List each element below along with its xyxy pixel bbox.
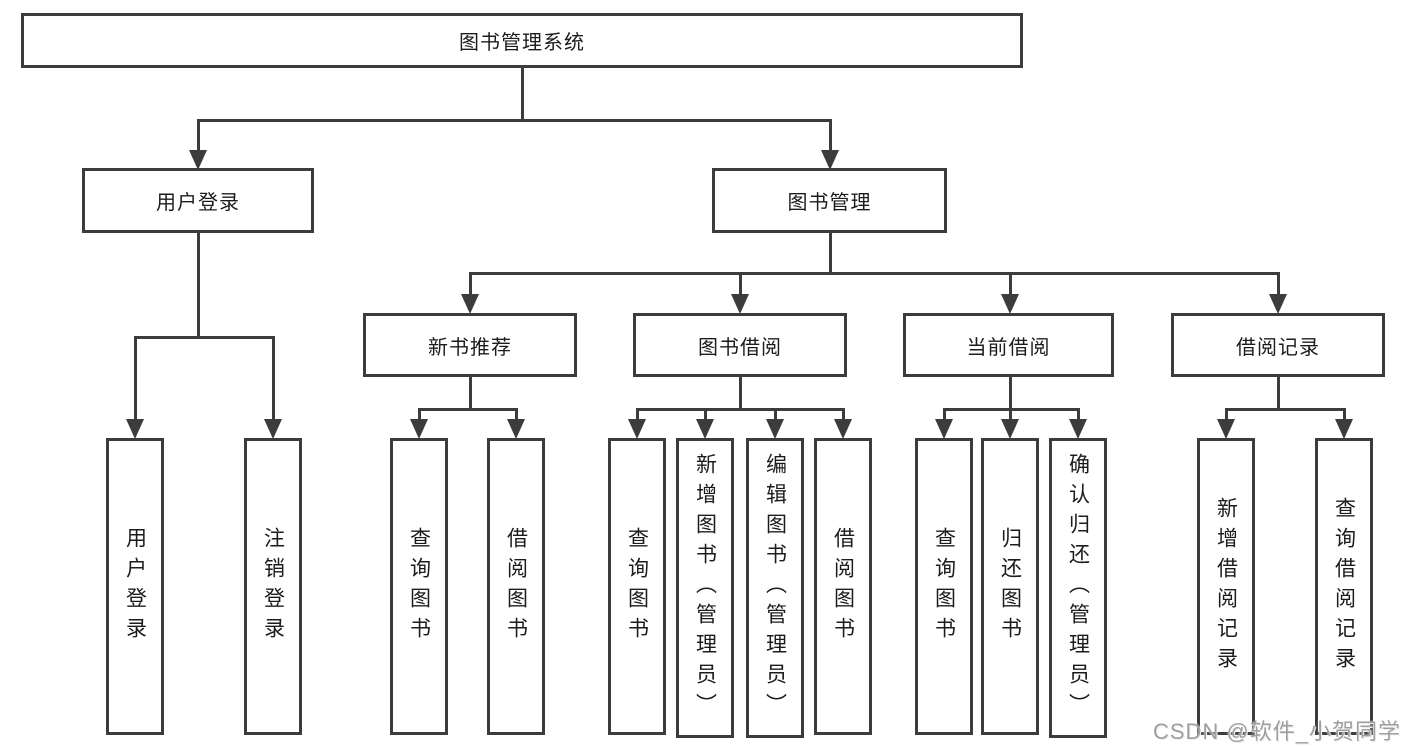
arrow-down — [834, 408, 852, 439]
leaf-edit-book-admin: 编辑图书（管理员） — [746, 438, 804, 738]
watermark: CSDN @软件_小贺同学 — [1152, 719, 1401, 744]
node-label: 图书管理 — [787, 192, 872, 214]
node-label: 编辑图书（管理员） — [763, 453, 787, 723]
arrow-down — [410, 408, 428, 439]
node-label: 用户登录 — [156, 192, 240, 214]
arrow-down — [1217, 408, 1235, 439]
connector-book-borrow-branch — [635, 408, 845, 411]
leaf-user-login: 用户登录 — [106, 438, 164, 735]
node-label: 新增借阅记录 — [1214, 496, 1238, 677]
connector-root-stem — [520, 68, 524, 122]
arrow-down — [1069, 408, 1087, 439]
node-label: 归还图书 — [998, 526, 1022, 647]
leaf-add-borrow-record: 新增借阅记录 — [1197, 438, 1255, 735]
leaf-logout: 注销登录 — [244, 438, 302, 735]
node-label: 图书管理系统 — [459, 32, 585, 54]
node-label: 查询借阅记录 — [1332, 496, 1356, 677]
node-label: 借阅记录 — [1236, 336, 1320, 359]
arrow-down — [696, 408, 714, 439]
node-label: 新增图书（管理员） — [693, 453, 717, 723]
node-book-management: 图书管理 — [712, 168, 947, 233]
node-label: 图书借阅 — [698, 336, 782, 359]
node-label: 借阅图书 — [504, 526, 528, 647]
leaf-query-book-current: 查询图书 — [915, 438, 973, 735]
arrow-down — [766, 408, 784, 439]
leaf-query-borrow-record: 查询借阅记录 — [1315, 438, 1373, 735]
arrow-down — [628, 408, 646, 439]
node-borrow-record: 借阅记录 — [1171, 313, 1385, 377]
leaf-query-book-borrow: 查询图书 — [608, 438, 666, 735]
connector-user-login-branch — [133, 336, 275, 339]
node-label: 查询图书 — [407, 526, 431, 647]
leaf-query-book-recommend: 查询图书 — [390, 438, 448, 735]
arrow-down — [1269, 272, 1287, 314]
node-label: 用户登录 — [123, 526, 147, 647]
leaf-add-book-admin: 新增图书（管理员） — [676, 438, 734, 738]
leaf-borrow-book: 借阅图书 — [814, 438, 872, 735]
node-library-management-system: 图书管理系统 — [21, 13, 1023, 68]
arrow-down — [821, 119, 839, 170]
node-user-login: 用户登录 — [82, 168, 314, 233]
leaf-borrow-book-recommend: 借阅图书 — [487, 438, 545, 735]
connector-root-branch — [196, 119, 832, 122]
arrow-down — [507, 408, 525, 439]
node-label: 借阅图书 — [831, 526, 855, 647]
connector-book-borrow-stem — [738, 377, 742, 411]
connector-borrow-record-branch — [1224, 408, 1346, 411]
arrow-down — [264, 336, 282, 439]
arrow-down — [126, 336, 144, 439]
arrow-down — [1335, 408, 1353, 439]
arrow-down — [731, 272, 749, 314]
node-label: 注销登录 — [261, 526, 285, 647]
arrow-down — [189, 119, 207, 170]
leaf-confirm-return-admin: 确认归还（管理员） — [1049, 438, 1107, 738]
connector-user-login-stem — [196, 233, 200, 339]
arrow-down — [1001, 408, 1019, 439]
node-label: 当前借阅 — [966, 336, 1051, 359]
node-new-book-recommend: 新书推荐 — [363, 313, 577, 377]
arrow-down — [1001, 272, 1019, 314]
connector-book-management-stem — [828, 233, 832, 275]
leaf-return-book: 归还图书 — [981, 438, 1039, 735]
connector-current-borrow-stem — [1008, 377, 1012, 411]
connector-borrow-record-stem — [1276, 377, 1280, 411]
arrow-down — [461, 272, 479, 314]
connector-book-management-branch — [468, 272, 1280, 275]
arrow-down — [935, 408, 953, 439]
node-label: 新书推荐 — [428, 336, 512, 359]
node-current-borrow: 当前借阅 — [903, 313, 1114, 377]
connector-new-book-stem — [468, 377, 472, 411]
node-label: 查询图书 — [625, 526, 649, 647]
node-label: 查询图书 — [932, 526, 956, 647]
node-label: 确认归还（管理员） — [1066, 453, 1090, 723]
node-book-borrow: 图书借阅 — [633, 313, 847, 377]
connector-new-book-branch — [417, 408, 518, 411]
